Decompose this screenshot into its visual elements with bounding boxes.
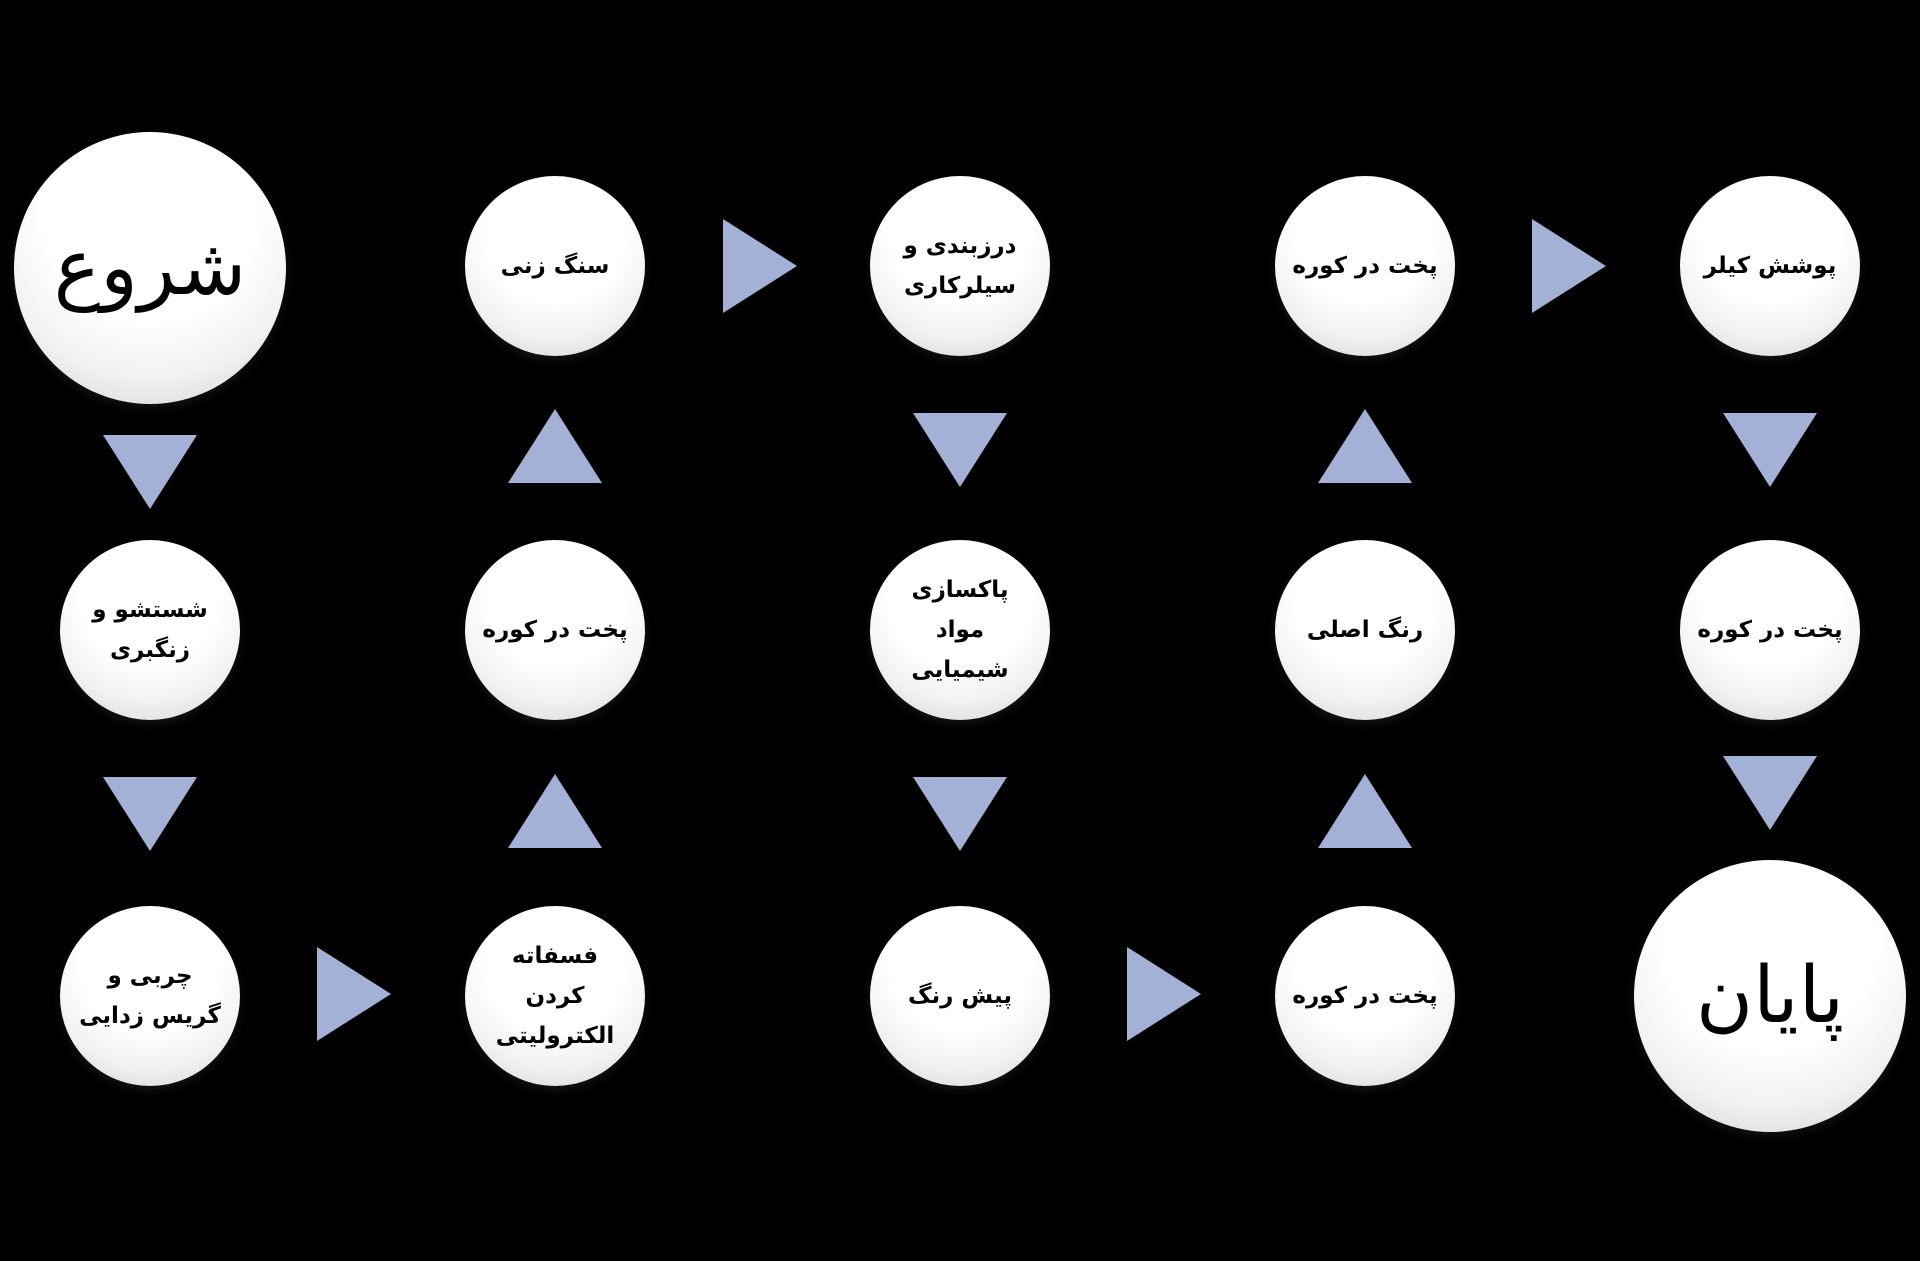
arrow-start-to-wash — [103, 435, 197, 509]
node-start: شروع — [14, 132, 286, 404]
node-wash-label: شستشو و زنگبری — [92, 597, 208, 663]
node-clearcoat: پوشش کیلر — [1680, 176, 1860, 356]
arrow-wash-to-degrease — [103, 777, 197, 851]
node-clearcoat-label: پوشش کیلر — [1703, 253, 1837, 279]
node-primer-label: پیش رنگ — [908, 983, 1012, 1009]
arrow-seal-to-chemclean — [913, 413, 1007, 487]
node-end: پایان — [1634, 860, 1906, 1132]
node-phosphate: فسفاته کردن الکترولیتی — [465, 906, 645, 1086]
arrow-bake2-to-basecoat — [1318, 774, 1412, 848]
node-bake1-label: پخت در کوره — [482, 617, 628, 643]
arrow-chemclean-to-primer — [913, 777, 1007, 851]
arrow-primer-to-bake2 — [1127, 947, 1201, 1041]
node-primer: پیش رنگ — [870, 906, 1050, 1086]
node-sanding-label: سنگ زنی — [500, 253, 610, 279]
arrow-phosphate-to-bake1 — [508, 774, 602, 848]
node-bake3-label: پخت در کوره — [1292, 253, 1438, 279]
node-end-label: پایان — [1695, 951, 1845, 1041]
node-wash: شستشو و زنگبری — [60, 540, 240, 720]
node-chemclean: پاکسازی مواد شیمیایی — [870, 540, 1050, 720]
node-degrease: چربی و گریس زدایی — [60, 906, 240, 1086]
node-sanding: سنگ زنی — [465, 176, 645, 356]
node-seal-label: درزبندی و سیلرکاری — [903, 233, 1017, 299]
node-bake2: پخت در کوره — [1275, 906, 1455, 1086]
arrow-bake4-to-end — [1723, 756, 1817, 830]
arrow-basecoat-to-bake3 — [1318, 409, 1412, 483]
node-bake3: پخت در کوره — [1275, 176, 1455, 356]
arrow-degrease-to-phosphate — [317, 947, 391, 1041]
arrow-sanding-to-seal — [723, 219, 797, 313]
arrow-bake1-to-sanding — [508, 409, 602, 483]
node-basecoat: رنگ اصلی — [1275, 540, 1455, 720]
node-start-label: شروع — [53, 223, 247, 313]
node-bake1: پخت در کوره — [465, 540, 645, 720]
node-seal: درزبندی و سیلرکاری — [870, 176, 1050, 356]
node-degrease-label: چربی و گریس زدایی — [79, 963, 221, 1029]
node-bake4: پخت در کوره — [1680, 540, 1860, 720]
node-bake4-label: پخت در کوره — [1697, 617, 1843, 643]
arrow-bake3-to-clearcoat — [1532, 219, 1606, 313]
node-chemclean-label: پاکسازی مواد شیمیایی — [911, 577, 1009, 683]
node-basecoat-label: رنگ اصلی — [1306, 617, 1424, 643]
node-bake2-label: پخت در کوره — [1292, 983, 1438, 1009]
arrow-clearcoat-to-bake4 — [1723, 413, 1817, 487]
node-phosphate-label: فسفاته کردن الکترولیتی — [495, 943, 615, 1049]
